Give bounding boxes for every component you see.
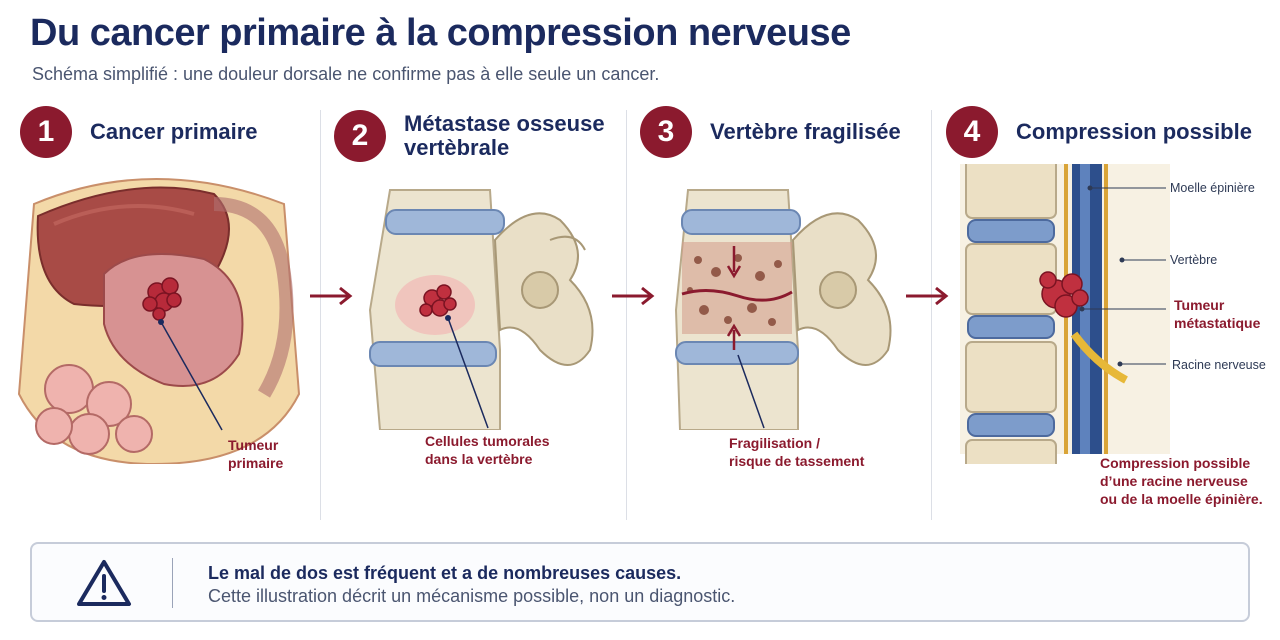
tumor-cells-label: Cellules tumorales dans la vertèbre: [425, 432, 550, 468]
weakened-vertebra-illustration: [674, 189, 892, 430]
vertebra-metastasis-illustration: [368, 189, 594, 430]
label-line: d’une racine nerveuse: [1100, 473, 1248, 489]
abdomen-illustration: [17, 178, 301, 464]
step-number-badge: 3: [640, 106, 692, 158]
page-subtitle: Schéma simplifié : une douleur dorsale n…: [32, 64, 660, 84]
step-1-header: 1 Cancer primaire: [20, 106, 258, 158]
step-title: Compression possible: [1016, 119, 1252, 144]
label-line: dans la vertèbre: [425, 451, 533, 467]
step-title: Vertèbre fragilisée: [710, 119, 901, 144]
disclaimer-separator: [172, 558, 173, 608]
step-3-header: 3 Vertèbre fragilisée: [640, 106, 901, 158]
label-line: Compression possible: [1100, 455, 1251, 471]
disclaimer-line-1: Le mal de dos est fréquent et a de nombr…: [208, 563, 682, 583]
page-title: Du cancer primaire à la compression nerv…: [30, 12, 851, 54]
spinal-cord-label: Moelle épinière: [1170, 181, 1255, 195]
step-title-line: vertèbrale: [404, 135, 510, 160]
step-4-header: 4 Compression possible: [946, 106, 1252, 158]
arrow-right-icon: [906, 286, 949, 306]
weakening-label: Fragilisation / risque de tassement: [729, 434, 864, 470]
disclaimer-line-2: Cette illustration décrit un mécanisme p…: [208, 586, 736, 606]
arrow-right-icon: [612, 286, 655, 306]
step-number-badge: 1: [20, 106, 72, 158]
step-title-line: Métastase osseuse: [404, 111, 605, 136]
disclaimer-box: Le mal de dos est fréquent et a de nombr…: [30, 542, 1250, 622]
column-divider: [931, 110, 932, 520]
label-line: Fragilisation /: [729, 435, 821, 451]
step-title: Métastase osseuse vertèbrale: [404, 112, 605, 160]
nerve-root-label: Racine nerveuse: [1172, 358, 1266, 372]
metastatic-tumor: [419, 284, 457, 317]
arrow-right-icon: [310, 286, 353, 306]
label-line: primaire: [228, 455, 284, 471]
spinal-compression-illustration: [960, 164, 1170, 464]
label-line: Tumeur: [1174, 297, 1225, 313]
label-line: Tumeur: [228, 437, 279, 453]
label-line: Cellules tumorales: [425, 433, 550, 449]
step-number-badge: 2: [334, 110, 386, 162]
vertebra-label: Vertèbre: [1170, 253, 1218, 267]
step-number-badge: 4: [946, 106, 998, 158]
metastatic-tumor-label: Tumeur métastatique: [1174, 296, 1260, 332]
warning-icon: [77, 560, 131, 606]
column-divider: [626, 110, 627, 520]
step-title: Cancer primaire: [90, 119, 258, 144]
step-2-header: 2 Métastase osseuse vertèbrale: [334, 110, 605, 162]
label-line: métastatique: [1174, 315, 1261, 331]
label-line: risque de tassement: [729, 453, 865, 469]
column-divider: [320, 110, 321, 520]
metastatic-tumor: [1039, 271, 1089, 318]
primary-tumor: [142, 277, 182, 321]
label-line: ou de la moelle épinière.: [1100, 491, 1263, 507]
primary-tumor-label: Tumeur primaire: [228, 436, 283, 472]
compression-label: Compression possible d’une racine nerveu…: [1100, 454, 1263, 508]
